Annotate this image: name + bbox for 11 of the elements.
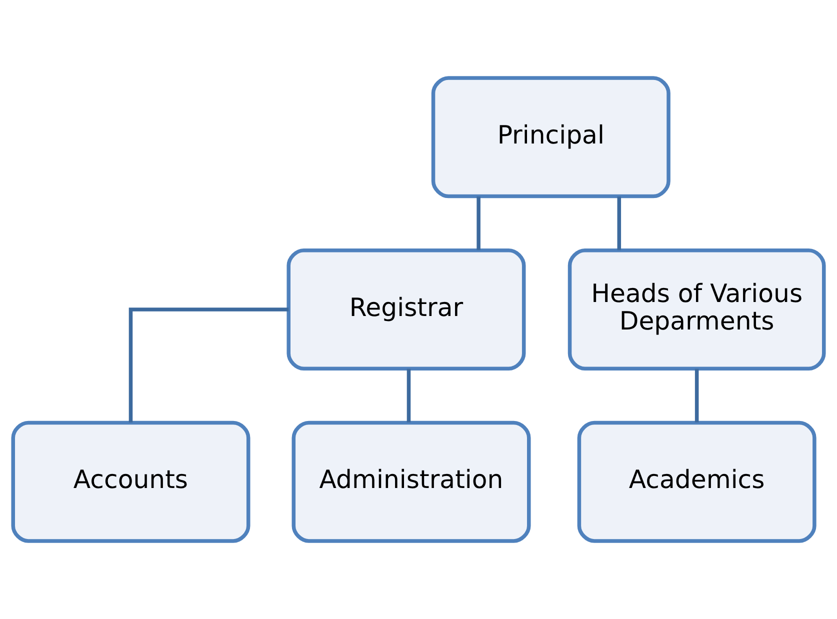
node-box: Accounts (11, 420, 250, 543)
connector (617, 196, 622, 250)
node-box: Principal (431, 76, 670, 198)
node-box: Academics (577, 420, 816, 543)
connector (694, 368, 699, 422)
connector (406, 368, 411, 422)
connector (128, 308, 289, 423)
connector (476, 196, 480, 250)
node-box: Administration (292, 420, 531, 543)
node-box: Registrar (286, 248, 526, 371)
node-box: Heads of Various Deparments (568, 248, 826, 371)
